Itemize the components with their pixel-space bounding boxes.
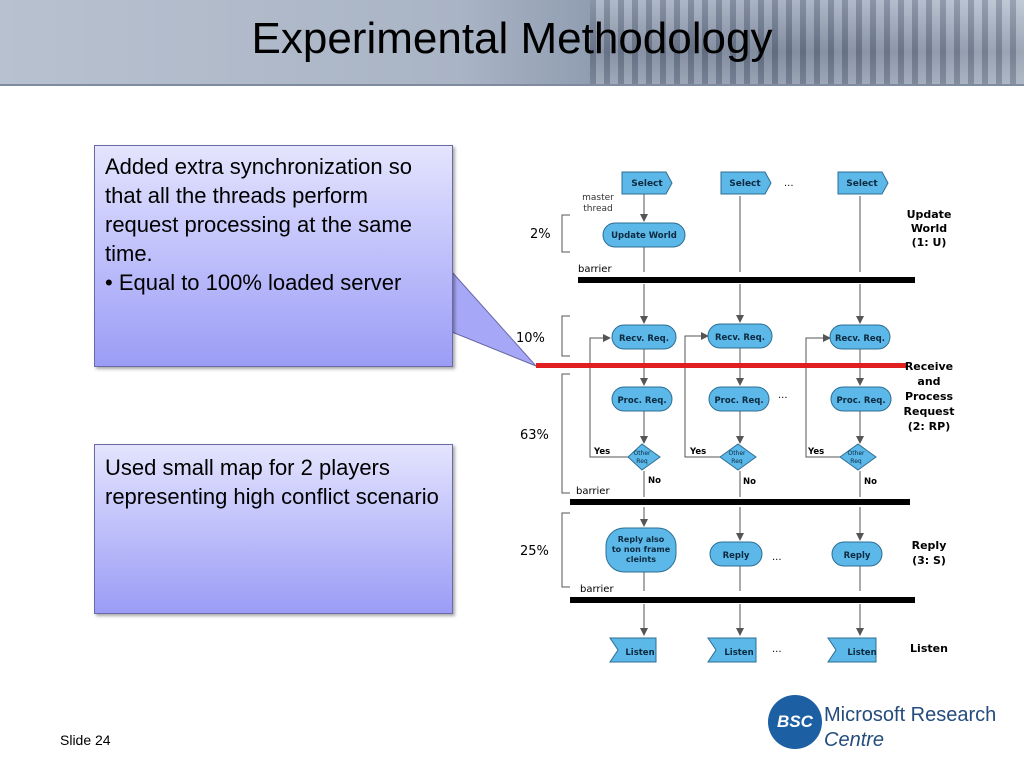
slide-number: Slide 24 bbox=[60, 732, 111, 748]
highlight-line bbox=[536, 363, 906, 368]
ellipsis: ... bbox=[778, 390, 788, 401]
svg-text:Recv. Req.: Recv. Req. bbox=[715, 333, 765, 343]
svg-text:Select: Select bbox=[631, 179, 663, 189]
phase-label: (3: S) bbox=[912, 554, 946, 567]
yes-label: Yes bbox=[807, 447, 824, 457]
select-node: Select bbox=[720, 171, 772, 195]
callout-synchronization: Added extra synchronization so that all … bbox=[94, 145, 453, 367]
svg-text:Select: Select bbox=[729, 179, 761, 189]
recv-request-node: Recv. Req. bbox=[707, 323, 773, 349]
svg-text:Listen: Listen bbox=[847, 648, 876, 658]
slide-header bbox=[0, 0, 1024, 86]
header-divider bbox=[0, 84, 1024, 86]
bsc-logo-mark: BSC bbox=[777, 712, 813, 731]
barrier-label: barrier bbox=[576, 486, 610, 497]
svg-text:Req: Req bbox=[636, 458, 648, 465]
slide-title: Experimental Methodology bbox=[251, 14, 773, 63]
callout-text: Added extra synchronization so that all … bbox=[105, 154, 412, 266]
svg-text:Recv. Req.: Recv. Req. bbox=[619, 334, 669, 344]
phase-label: Update bbox=[907, 208, 952, 221]
svg-text:Recv. Req.: Recv. Req. bbox=[835, 334, 885, 344]
reply-node: Reply bbox=[709, 541, 763, 567]
svg-text:Req: Req bbox=[850, 458, 862, 465]
barrier-bar bbox=[570, 499, 910, 505]
recv-request-node: Recv. Req. bbox=[829, 324, 891, 350]
no-label: No bbox=[864, 477, 877, 487]
svg-text:cleints: cleints bbox=[626, 555, 656, 564]
svg-text:Reply: Reply bbox=[844, 551, 871, 561]
phase-label: Listen bbox=[910, 642, 948, 655]
svg-text:to non frame: to non frame bbox=[612, 545, 671, 554]
svg-text:Other: Other bbox=[633, 450, 651, 457]
phase-percent: 63% bbox=[520, 428, 549, 443]
svg-text:Proc. Req.: Proc. Req. bbox=[836, 396, 885, 406]
barrier-bar bbox=[570, 597, 915, 603]
phase-label: Request bbox=[904, 405, 955, 418]
phase-label: World bbox=[911, 222, 947, 235]
phase-label: Process bbox=[905, 390, 954, 403]
yes-label: Yes bbox=[689, 447, 706, 457]
process-request-node: Proc. Req. bbox=[708, 386, 770, 412]
barrier-label: barrier bbox=[578, 264, 612, 275]
svg-text:Listen: Listen bbox=[625, 648, 654, 658]
svg-text:Other: Other bbox=[847, 450, 865, 457]
yes-label: Yes bbox=[593, 447, 610, 457]
svg-text:Listen: Listen bbox=[724, 648, 753, 658]
phase-label: (1: U) bbox=[912, 236, 947, 249]
svg-text:Proc. Req.: Proc. Req. bbox=[714, 396, 763, 406]
phase-percent: 2% bbox=[530, 227, 551, 242]
thread-flow-diagram: barrier barrier barrier Select Select Se… bbox=[516, 171, 955, 663]
callout-small-map: Used small map for 2 players representin… bbox=[94, 444, 453, 614]
svg-text:Proc. Req.: Proc. Req. bbox=[617, 396, 666, 406]
other-request-decision: Other Req bbox=[839, 443, 877, 471]
phase-label: (2: RP) bbox=[908, 420, 950, 433]
barrier-label: barrier bbox=[580, 584, 614, 595]
phase-percent: 10% bbox=[516, 331, 545, 346]
process-request-node: Proc. Req. bbox=[830, 386, 892, 412]
recv-request-node: Recv. Req. bbox=[611, 324, 677, 350]
master-thread-label: master bbox=[582, 193, 614, 203]
phase-label: Receive bbox=[905, 360, 953, 373]
phase-label: Reply bbox=[912, 539, 947, 552]
svg-text:Select: Select bbox=[846, 179, 878, 189]
barrier-bar bbox=[578, 277, 915, 283]
no-label: No bbox=[743, 477, 756, 487]
logo-text: Centre bbox=[824, 729, 885, 751]
svg-text:Req: Req bbox=[731, 458, 743, 465]
no-label: No bbox=[648, 476, 661, 486]
svg-text:Reply also: Reply also bbox=[618, 535, 665, 544]
select-node: Select bbox=[837, 171, 889, 195]
header-photo-banner bbox=[590, 0, 1024, 86]
reply-node: Reply bbox=[831, 541, 883, 567]
reply-also-node: Reply also to non frame cleints bbox=[605, 527, 677, 573]
select-node: Select bbox=[621, 171, 673, 195]
phase-percent: 25% bbox=[520, 544, 549, 559]
logo-text: Microsoft Research bbox=[824, 704, 997, 726]
update-world-node: Update World bbox=[602, 222, 686, 248]
svg-text:Update World: Update World bbox=[611, 231, 677, 241]
ellipsis: ... bbox=[784, 178, 794, 189]
ellipsis: ... bbox=[772, 552, 782, 563]
listen-node: Listen bbox=[827, 637, 877, 663]
process-request-node: Proc. Req. bbox=[611, 386, 673, 412]
svg-text:Other: Other bbox=[728, 450, 746, 457]
phase-label: and bbox=[917, 375, 940, 388]
callout-bullet: • Equal to 100% loaded server bbox=[105, 270, 402, 295]
callout-text: Used small map for 2 players representin… bbox=[105, 455, 439, 509]
svg-text:Reply: Reply bbox=[723, 551, 750, 561]
ellipsis: ... bbox=[772, 644, 782, 655]
other-request-decision: Other Req bbox=[627, 443, 661, 471]
master-thread-label: thread bbox=[583, 204, 613, 214]
bsc-logo: BSC bbox=[768, 695, 822, 749]
other-request-decision: Other Req bbox=[719, 443, 757, 471]
listen-node: Listen bbox=[707, 637, 757, 663]
listen-node: Listen bbox=[609, 637, 657, 663]
